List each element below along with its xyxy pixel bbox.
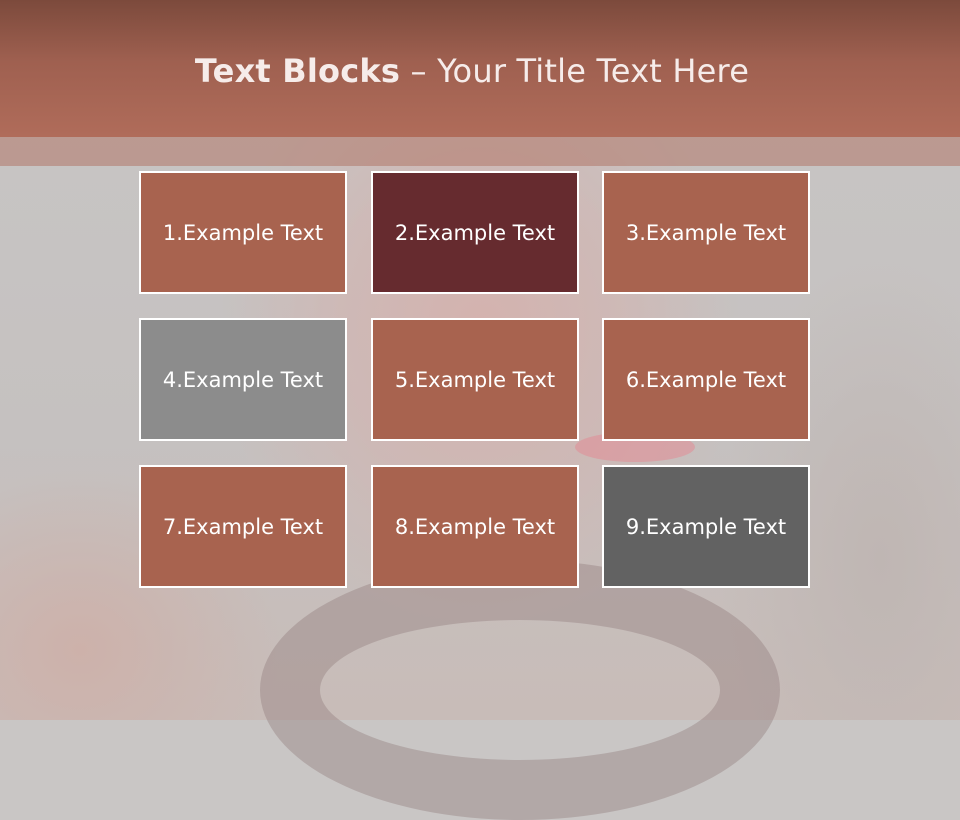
text-block-3[interactable]: 3.Example Text [602, 171, 810, 294]
title-banner [0, 0, 960, 137]
slide-title[interactable]: Text Blocks – Your Title Text Here [0, 52, 944, 90]
text-block-7[interactable]: 7.Example Text [139, 465, 347, 588]
text-block-1[interactable]: 1.Example Text [139, 171, 347, 294]
text-block-grid: 1.Example Text 2.Example Text 3.Example … [139, 171, 810, 588]
text-block-label: 8.Example Text [394, 514, 556, 539]
title-rest: Your Title Text Here [437, 52, 750, 90]
text-block-label: 2.Example Text [394, 220, 556, 245]
text-block-label: 6.Example Text [625, 367, 787, 392]
text-block-label: 5.Example Text [394, 367, 556, 392]
text-block-6[interactable]: 6.Example Text [602, 318, 810, 441]
text-block-label: 4.Example Text [162, 367, 324, 392]
text-block-label: 7.Example Text [162, 514, 324, 539]
text-block-8[interactable]: 8.Example Text [371, 465, 579, 588]
title-bold: Text Blocks [194, 52, 401, 90]
banner-strip [0, 137, 960, 166]
title-dash: – [400, 52, 438, 90]
text-block-9[interactable]: 9.Example Text [602, 465, 810, 588]
text-block-label: 1.Example Text [162, 220, 324, 245]
text-block-label: 3.Example Text [625, 220, 787, 245]
text-block-4[interactable]: 4.Example Text [139, 318, 347, 441]
text-block-2[interactable]: 2.Example Text [371, 171, 579, 294]
text-block-5[interactable]: 5.Example Text [371, 318, 579, 441]
text-block-label: 9.Example Text [625, 514, 787, 539]
